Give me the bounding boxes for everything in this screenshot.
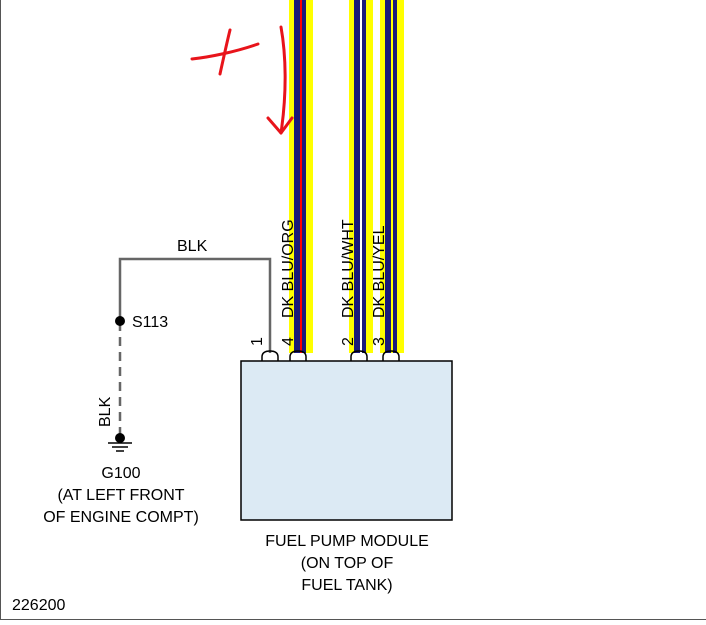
terminal-pin-1 [261,350,279,361]
splice-label: S113 [132,314,168,331]
plus-sign-vertical-stroke [218,28,232,76]
wire-label-dk-blu-yel: DK BLU/YEL [371,225,388,318]
ground-location-line1: (AT LEFT FRONT [57,487,184,504]
splice-dot [115,316,125,326]
wire-dk-blu-org [289,0,313,353]
pin-label-1: 1 [249,337,266,346]
fuel-pump-module-box [240,360,453,521]
module-name: FUEL PUMP MODULE [265,533,429,550]
red-annotation [190,25,294,135]
down-arrow-shaft [279,25,287,135]
terminal-pin-4 [289,350,307,361]
ground-location-line2: OF ENGINE COMPT) [43,509,199,526]
ground-symbol [108,433,132,452]
terminal-pin-3 [382,350,400,361]
wire-label-dk-blu-wht: DK BLU/WHT [340,219,357,318]
down-arrow-head [266,116,294,135]
ground-id: G100 [101,465,140,482]
connector-terminals [261,350,400,361]
module-location-line2: FUEL TANK) [301,577,392,594]
wire-blk [118,257,272,353]
figure-number: 226200 [12,597,65,614]
wire-label-blk: BLK [177,238,208,255]
pin-label-2: 2 [340,337,357,346]
pin-label-4: 4 [280,337,297,346]
ground-wire-label: BLK [97,396,114,427]
wire-dk-blu-wht [349,0,373,353]
module-location-line1: (ON TOP OF [301,555,394,572]
wire-dk-blu-yel [380,0,404,353]
wire-label-dk-blu-org: DK BLU/ORG [280,219,297,318]
pin-label-3: 3 [371,337,388,346]
terminal-pin-2 [350,350,368,361]
